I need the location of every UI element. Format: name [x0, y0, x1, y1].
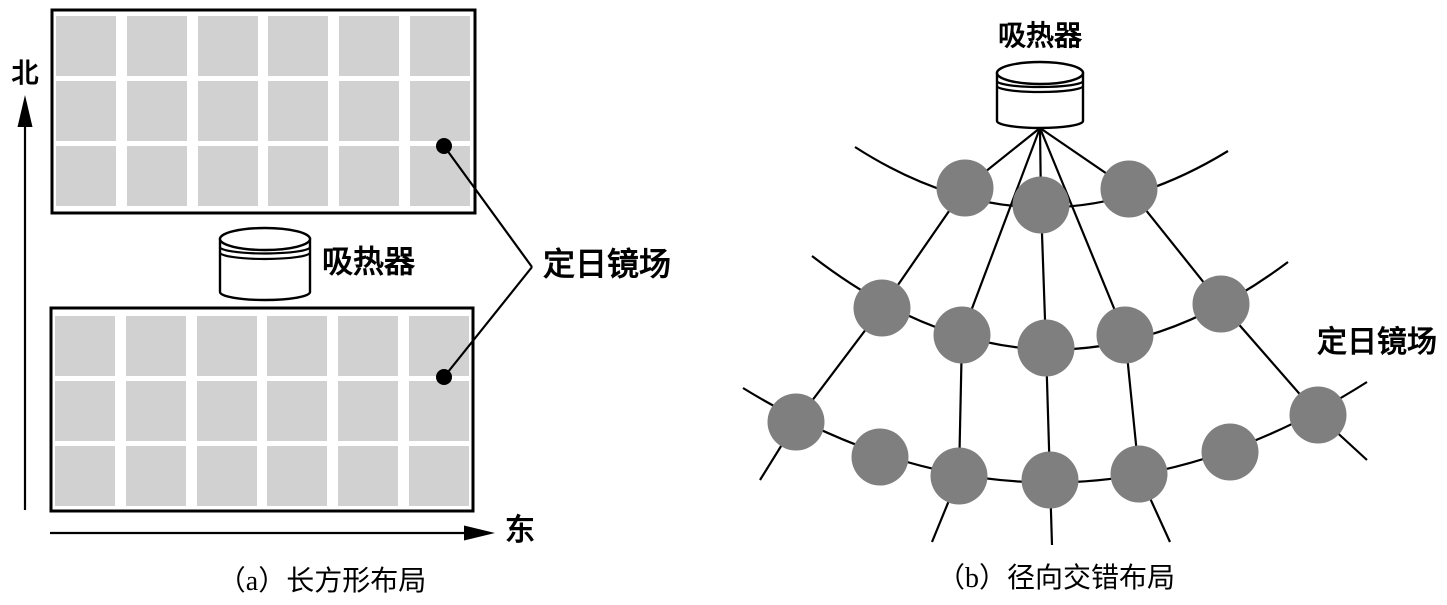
- field-block-top-border: [50, 8, 477, 215]
- mirror-cell: [268, 81, 328, 141]
- north-label: 北: [11, 58, 39, 89]
- caption-b: （b）径向交错布局: [936, 563, 1176, 594]
- heliostat: [1201, 423, 1259, 481]
- heliostat: [767, 393, 825, 451]
- mirror-cell: [56, 146, 116, 206]
- field-block-bottom-border: [49, 306, 475, 513]
- radial-line: [1038, 127, 1172, 543]
- heliostat: [851, 428, 909, 486]
- receiver-label-a: 吸热器: [322, 244, 415, 280]
- mirror-cell: [127, 146, 187, 206]
- mirror-cell: [339, 16, 399, 76]
- mirror-cell: [197, 446, 257, 506]
- mirror-cell: [409, 381, 469, 441]
- mirror-cell: [268, 16, 328, 76]
- caption-a: （a）长方形布局: [217, 566, 427, 597]
- field-pointer: [436, 138, 533, 385]
- east-label: 东: [505, 514, 535, 547]
- field-label-a: 定日镜场: [543, 246, 672, 282]
- mirror-cell: [198, 16, 258, 76]
- heliostat: [853, 279, 911, 337]
- radial-line: [930, 127, 1042, 543]
- mirror-cell: [267, 316, 327, 376]
- receiver-label-b: 吸热器: [997, 20, 1083, 51]
- heliostat: [933, 306, 991, 364]
- receiver-cylinder-b: [995, 60, 1085, 130]
- heliostat: [1289, 386, 1347, 444]
- heliostat: [1017, 319, 1075, 377]
- field-block-bottom-mirrors: [55, 316, 469, 506]
- mirror-cell: [126, 316, 186, 376]
- mirror-cell: [126, 446, 186, 506]
- heliostat: [930, 447, 988, 505]
- mirror-cell: [55, 446, 115, 506]
- mirror-cell: [127, 81, 187, 141]
- mirror-cell: [267, 381, 327, 441]
- mirror-cell: [268, 146, 328, 206]
- pointer-dot-top: [436, 138, 452, 154]
- mirror-cell: [410, 146, 470, 206]
- mirror-cell: [56, 81, 116, 141]
- mirror-cell: [55, 381, 115, 441]
- mirror-cell: [410, 81, 470, 141]
- heliostat: [1021, 451, 1079, 509]
- heliostat: [1100, 160, 1158, 218]
- heliostat: [1192, 275, 1250, 333]
- field-block-top-mirrors: [56, 16, 470, 206]
- heliostat: [1012, 176, 1070, 234]
- heliostat: [1110, 445, 1168, 503]
- east-arrow-icon: [50, 525, 495, 541]
- panel-a: [17, 8, 533, 541]
- mirror-cell: [197, 316, 257, 376]
- mirror-cell: [410, 16, 470, 76]
- mirror-cell: [409, 316, 469, 376]
- mirror-cell: [338, 316, 398, 376]
- panel-b: [742, 60, 1368, 546]
- mirror-cell: [338, 446, 398, 506]
- mirror-cell: [339, 81, 399, 141]
- mirror-cell: [55, 316, 115, 376]
- north-arrow-icon: [17, 95, 33, 510]
- heliostats: [767, 159, 1347, 509]
- heliostat: [936, 159, 994, 217]
- mirror-cell: [409, 446, 469, 506]
- mirror-cell: [267, 446, 327, 506]
- mirror-cell: [197, 381, 257, 441]
- mirror-cell: [338, 381, 398, 441]
- mirror-cell: [127, 16, 187, 76]
- receiver-cylinder-a: [218, 226, 312, 302]
- pointer-dot-bottom: [436, 369, 452, 385]
- field-label-b: 定日镜场: [1317, 326, 1437, 359]
- mirror-cell: [339, 146, 399, 206]
- heliostat: [1096, 306, 1154, 364]
- mirror-cell: [198, 146, 258, 206]
- mirror-cell: [126, 381, 186, 441]
- mirror-cell: [198, 81, 258, 141]
- mirror-cell: [56, 16, 116, 76]
